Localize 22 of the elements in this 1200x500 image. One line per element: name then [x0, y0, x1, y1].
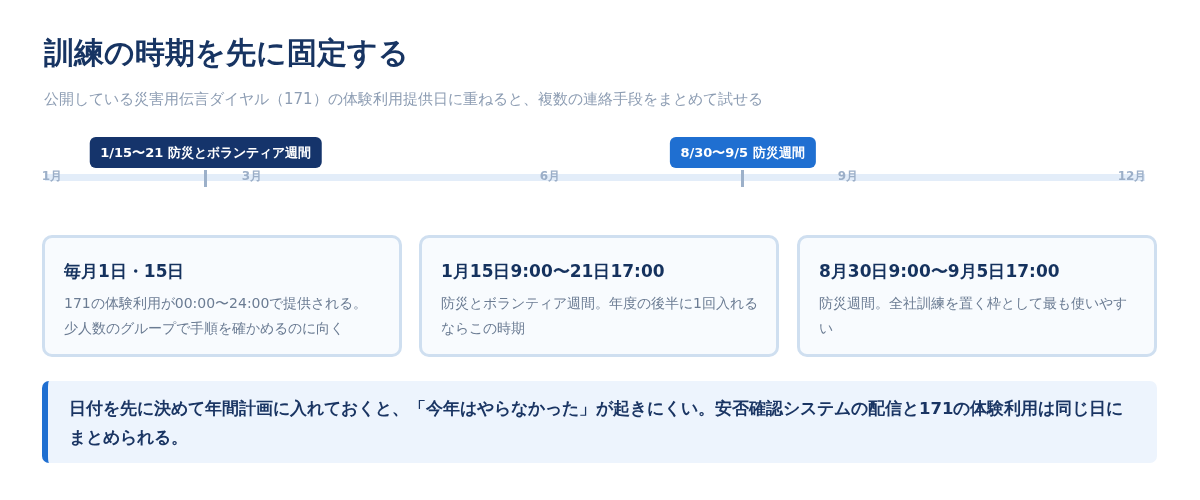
date-card	[419, 235, 779, 357]
flag-label: 8/30〜9/5 防災週間	[680, 143, 805, 162]
period-flag	[89, 137, 322, 168]
card-text: 171の体験利用が00:00〜24:00で提供される。少人数のグループで手順を確かめるのに向く	[64, 294, 369, 338]
card-text: 防災とボランティア週間。年度の後半に1回入れるならこの時期	[441, 294, 758, 338]
card-heading: 毎月1日・15日	[64, 260, 186, 283]
month-label: 6月	[539, 168, 561, 184]
month-label: 3月	[241, 168, 263, 184]
month-label: 1月	[41, 168, 63, 184]
card-text: 防災週間。全社訓練を置く枠として最も使いやすい	[819, 294, 1128, 338]
note-panel	[42, 381, 1157, 463]
flag-label: 1/15〜21 防災とボランティア週間	[100, 143, 311, 162]
title: 訓練の時期を先に固定する	[44, 35, 409, 72]
date-card	[797, 235, 1157, 357]
card-heading: 1月15日9:00〜21日17:00	[441, 260, 666, 283]
date-card	[42, 235, 402, 357]
month-label: 12月	[1117, 168, 1147, 184]
period-flag	[669, 137, 816, 168]
note-text: 日付を先に決めて年間計画に入れておくと、「今年はやらなかった」が起きにくい。安否確認システムの配信と171の体験利用は同じ日にまとめられる。	[69, 398, 1125, 449]
subtitle: 公開している災害用伝言ダイヤル（171）の体験利用提供日に重ねると、複数の連絡手段をまとめて試せる	[44, 89, 763, 110]
month-label: 9月	[837, 168, 859, 184]
card-heading: 8月30日9:00〜9月5日17:00	[819, 260, 1061, 283]
